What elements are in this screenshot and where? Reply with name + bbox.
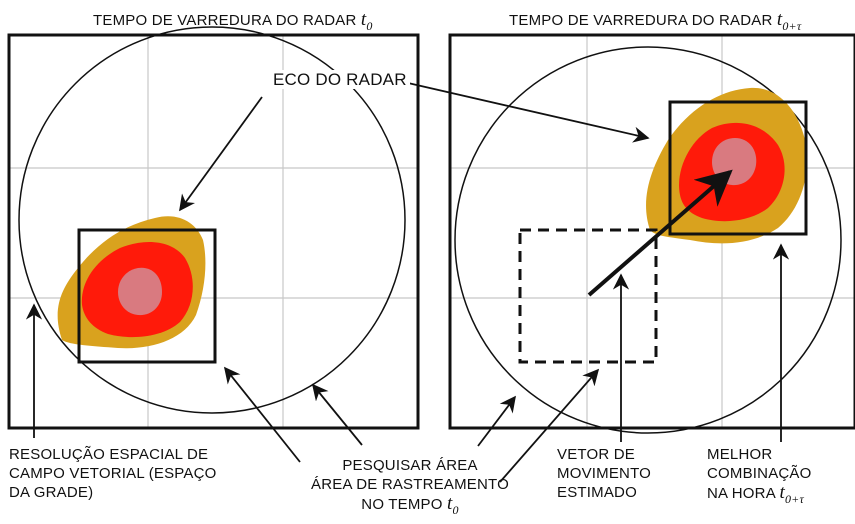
left-panel xyxy=(7,26,420,430)
best-time-sub: 0+τ xyxy=(784,492,804,506)
right-title-text: TEMPO DE VARREDURA DO RADAR xyxy=(509,12,773,29)
left-panel-title: TEMPO DE VARREDURA DO RADAR t0 xyxy=(93,10,373,36)
left-tracking-box xyxy=(77,228,217,364)
best-time-var: t xyxy=(779,482,785,503)
right-previous-position-box xyxy=(518,228,658,364)
left-title-text: TEMPO DE VARREDURA DO RADAR xyxy=(93,12,357,29)
best-line-1: MELHOR xyxy=(707,446,773,463)
vector-line-3: ESTIMADO xyxy=(557,484,637,501)
annotation-arrows xyxy=(25,82,790,483)
motion-vector-arrow xyxy=(587,169,733,297)
right-frame xyxy=(448,33,855,430)
search-arrow-dashed-box xyxy=(499,368,600,483)
search-arrow-right-circle xyxy=(477,395,516,447)
vector-line-1: VETOR DE xyxy=(557,446,636,463)
best-line-3: NA HORA t0+τ xyxy=(707,483,812,509)
right-search-circle xyxy=(454,46,842,434)
left-search-circle xyxy=(18,26,406,414)
right-title-sub: 0+τ xyxy=(782,19,802,33)
resolution-line-2: CAMPO VETORIAL (ESPAÇO xyxy=(9,465,217,482)
best-match-label: MELHOR COMBINAÇÃO NA HORA t0+τ xyxy=(707,445,812,509)
best-time-prefix: NA HORA xyxy=(707,485,776,502)
left-title-sub: 0 xyxy=(366,19,373,33)
echo-label: ECO DO RADAR xyxy=(270,70,410,89)
resolution-line-3: DA GRADE) xyxy=(9,484,94,501)
search-time-prefix: NO TEMPO xyxy=(361,496,443,513)
best-line-2: COMBINAÇÃO xyxy=(707,465,812,482)
right-panel xyxy=(448,33,855,434)
echo-arrow-right xyxy=(407,82,650,143)
right-echo-core xyxy=(712,138,757,186)
search-line-1: PESQUISAR ÁREA xyxy=(342,457,478,474)
search-arrow-left-circle xyxy=(311,383,363,446)
motion-vector-label: VETOR DE MOVIMENTO ESTIMADO xyxy=(557,445,651,502)
search-line-2: ÁREA DE RASTREAMENTO xyxy=(311,476,509,493)
left-echo-core xyxy=(118,267,162,316)
echo-arrow-left xyxy=(179,96,263,212)
vector-line-2: MOVIMENTO xyxy=(557,465,652,482)
search-line-3: NO TEMPO t0 xyxy=(290,494,530,520)
resolution-line-1: RESOLUÇÃO ESPACIAL DE xyxy=(9,446,209,463)
right-best-match-box xyxy=(668,100,808,236)
left-frame xyxy=(7,33,420,430)
left-title-var: t xyxy=(360,9,367,30)
search-time-sub: 0 xyxy=(452,503,459,517)
right-title-var: t xyxy=(776,9,783,30)
right-panel-title: TEMPO DE VARREDURA DO RADAR t0+τ xyxy=(509,10,801,36)
search-time-var: t xyxy=(447,493,453,514)
search-area-label: PESQUISAR ÁREA ÁREA DE RASTREAMENTO NO T… xyxy=(290,456,530,520)
search-arrow-left-box xyxy=(223,366,301,463)
resolution-label: RESOLUÇÃO ESPACIAL DE CAMPO VETORIAL (ES… xyxy=(9,445,217,502)
